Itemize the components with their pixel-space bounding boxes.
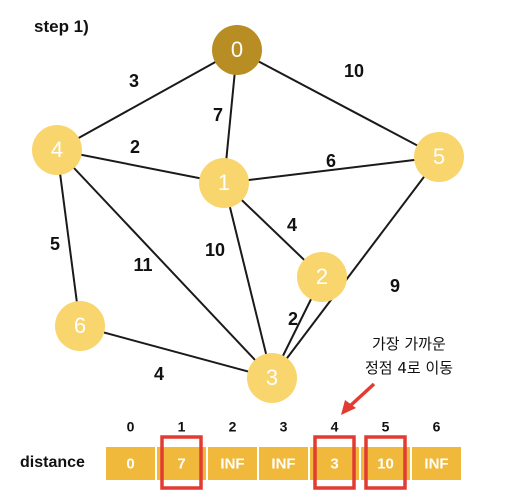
arrow-shaft <box>348 382 376 408</box>
distance-cell-1 <box>155 445 208 482</box>
distance-cell-4 <box>308 445 361 482</box>
node-6: 6 <box>55 301 105 351</box>
edge-weight-4-6: 5 <box>50 234 60 254</box>
distance-cell-2 <box>206 445 259 482</box>
distance-value-6: INF <box>424 455 448 472</box>
annotation-line2: 정점 4로 이동 <box>365 359 453 377</box>
node-circle-5 <box>414 132 464 182</box>
distance-value-3: INF <box>271 455 295 472</box>
node-0: 0 <box>212 25 262 75</box>
edge-1-3 <box>223 182 273 379</box>
annotation-line1: 가장 가까운 <box>372 335 446 353</box>
edge-4-1 <box>56 149 225 184</box>
edge-6-3 <box>79 325 273 379</box>
node-5: 5 <box>414 132 464 182</box>
distance-index-4: 4 <box>331 419 339 435</box>
distance-cell-5 <box>359 445 412 482</box>
node-circle-1 <box>199 158 249 208</box>
step-label: step 1) <box>34 17 89 36</box>
distance-cell-0 <box>104 445 157 482</box>
nodes-layer: 0 1 2 3 4 5 6 <box>32 25 464 403</box>
distance-value-2: INF <box>220 455 244 472</box>
distance-index-2: 2 <box>229 419 237 435</box>
node-label-5: 5 <box>433 144 445 169</box>
edge-4-6 <box>56 149 81 327</box>
node-circle-0 <box>212 25 262 75</box>
distance-cell-6 <box>410 445 463 482</box>
node-label-4: 4 <box>51 137 63 162</box>
distance-value-5: 10 <box>377 455 394 472</box>
edge-weight-4-1: 2 <box>130 137 140 157</box>
edge-weight-0-1: 7 <box>213 105 223 125</box>
node-label-0: 0 <box>231 37 243 62</box>
highlight-box-4 <box>313 435 356 490</box>
distance-value-1: 7 <box>177 455 185 472</box>
node-label-2: 2 <box>316 264 328 289</box>
edge-weight-5-3: 9 <box>390 276 400 296</box>
node-circle-2 <box>297 252 347 302</box>
edge-weight-0-4: 3 <box>129 71 139 91</box>
edge-weight-6-3: 4 <box>154 364 164 384</box>
distance-row-label: distance <box>20 454 85 471</box>
edge-weight-1-2: 4 <box>287 215 297 235</box>
distance-index-0: 0 <box>127 419 135 435</box>
distance-index-1: 1 <box>178 419 186 435</box>
node-circle-6 <box>55 301 105 351</box>
node-label-6: 6 <box>74 313 86 338</box>
edges-layer: 3 7 10 2 6 4 10 11 5 2 4 9 <box>50 49 440 384</box>
node-4: 4 <box>32 125 82 175</box>
edge-weight-4-3: 11 <box>133 255 152 275</box>
annotation-arrow <box>341 382 376 415</box>
node-label-3: 3 <box>266 365 278 390</box>
node-2: 2 <box>297 252 347 302</box>
edge-weight-1-5: 6 <box>326 151 336 171</box>
node-1: 1 <box>199 158 249 208</box>
edge-0-5 <box>236 49 440 158</box>
edge-weight-0-5: 10 <box>344 61 364 81</box>
edge-5-3 <box>271 156 440 379</box>
distance-index-6: 6 <box>433 419 441 435</box>
node-label-1: 1 <box>218 170 230 195</box>
distance-value-4: 3 <box>330 455 338 472</box>
distance-value-0: 0 <box>126 455 134 472</box>
highlight-box-1 <box>160 435 203 490</box>
edge-1-5 <box>223 156 440 184</box>
edge-0-4 <box>56 49 238 151</box>
edge-weight-2-3: 2 <box>288 309 298 329</box>
node-3: 3 <box>247 353 297 403</box>
node-circle-4 <box>32 125 82 175</box>
edge-weight-1-3: 10 <box>205 240 225 260</box>
highlight-box-5 <box>364 435 407 490</box>
distance-index-5: 5 <box>382 419 390 435</box>
node-circle-3 <box>247 353 297 403</box>
edge-4-3 <box>56 149 273 379</box>
arrow-head <box>341 400 356 415</box>
distance-index-3: 3 <box>280 419 288 435</box>
